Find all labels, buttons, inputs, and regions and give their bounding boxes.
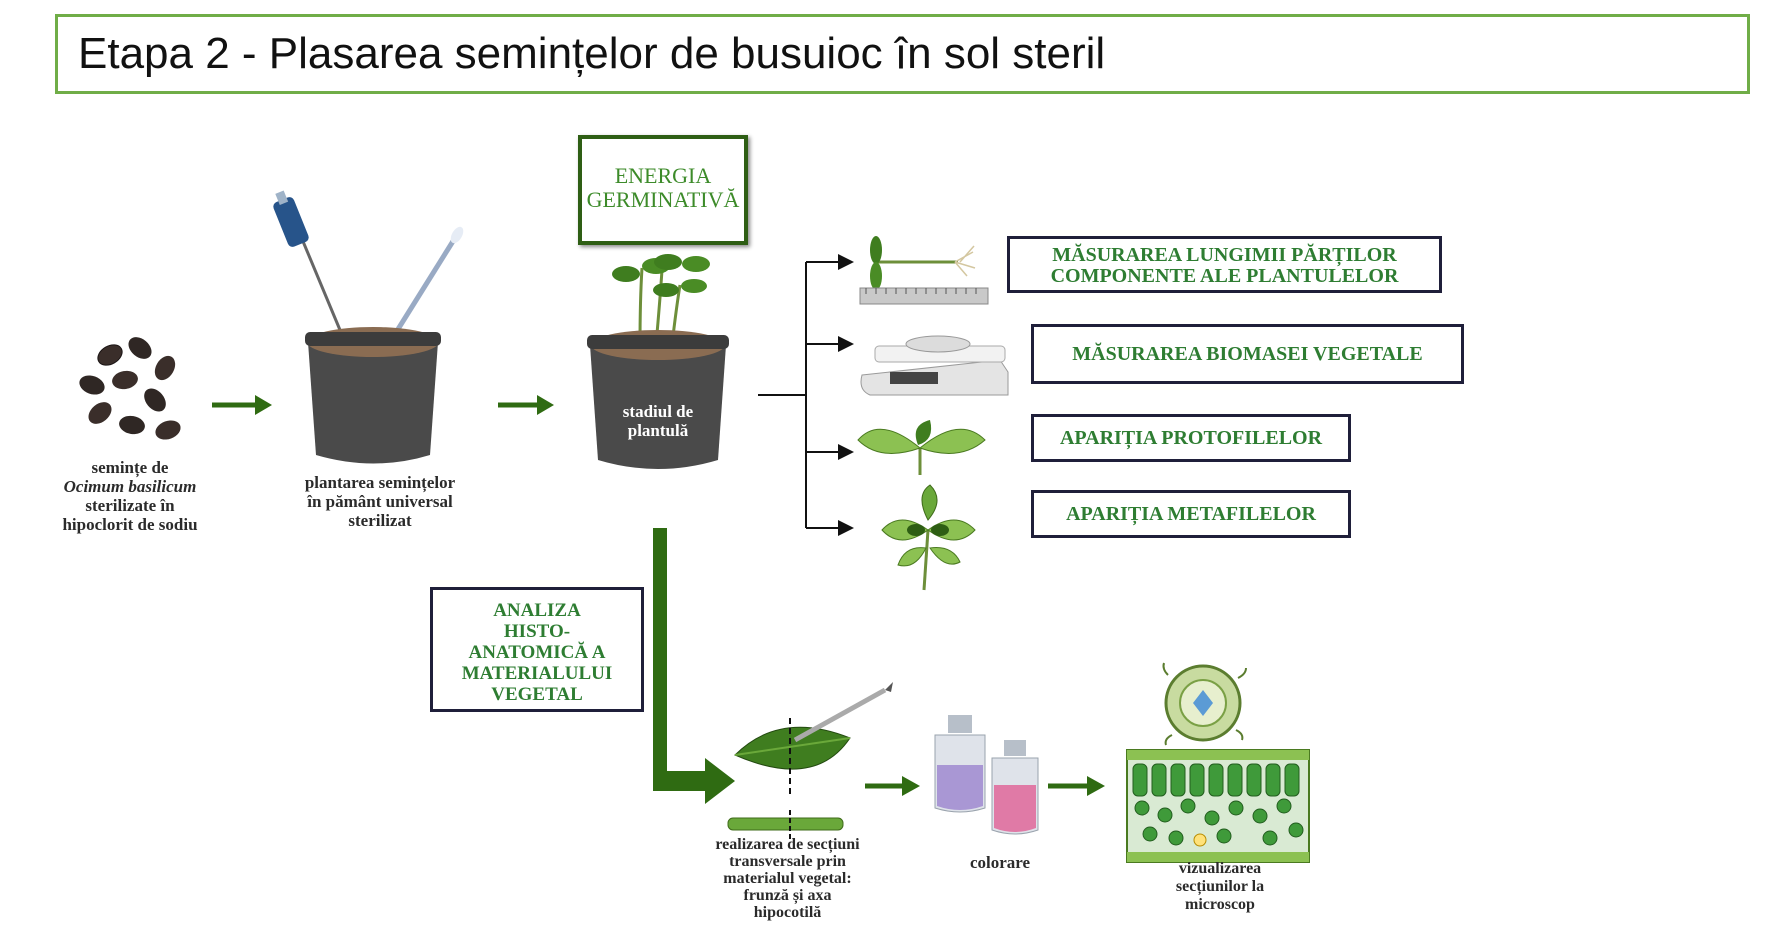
histo-analysis-line: ANATOMICĂ A — [468, 642, 606, 663]
staining-label-text: colorare — [969, 853, 1031, 872]
metaphylls-text: APARIȚIA METAFILELOR — [1066, 503, 1316, 525]
branch-connector — [758, 254, 854, 536]
protophylls-box: APARIȚIA PROTOFILELOR — [1031, 414, 1351, 462]
length-measurement-box: MĂSURAREA LUNGIMII PĂRȚILOR COMPONENTE A… — [1007, 236, 1442, 293]
histo-analysis-box: ANALIZA HISTO- ANATOMICĂ A MATERIALULUI … — [430, 587, 644, 712]
staining-vials-icon — [934, 715, 1039, 835]
histo-analysis-line: VEGETAL — [491, 684, 583, 705]
sections-label-line: frunză și axa — [743, 887, 832, 904]
planting-label-line: sterilizat — [348, 511, 412, 530]
seedling-ruler-icon — [859, 236, 989, 305]
seeds-label-line: Ocimum basilicum — [45, 477, 215, 496]
pot-with-pipettes-icon — [273, 190, 464, 464]
leaf-tissue-section-icon — [1126, 749, 1310, 863]
planting-label-line: în pământ universal — [307, 492, 453, 511]
length-measurement-line: MĂSURAREA LUNGIMII PĂRȚILOR — [1052, 244, 1397, 266]
seeds-label: semințe de Ocimum basilicum sterilizate … — [45, 458, 215, 534]
species-name: Ocimum basilicum — [63, 477, 197, 496]
seeds-label-line: sterilizate în — [85, 496, 175, 515]
flow-arrow-down-icon — [653, 528, 735, 804]
page-title: Etapa 2 - Plasarea semințelor de busuioc… — [78, 29, 1106, 78]
title-frame: Etapa 2 - Plasarea semințelor de busuioc… — [55, 14, 1750, 94]
germination-energy-line: GERMINATIVĂ — [586, 187, 740, 212]
histo-analysis-line: MATERIALULUI — [461, 663, 613, 684]
biomass-text: MĂSURAREA BIOMASEI VEGETALE — [1072, 343, 1423, 365]
microscopy-label: vizualizarea secțiunilor la microscop — [1140, 860, 1300, 914]
pot-stage-label-line: plantulă — [627, 421, 689, 440]
seeds-label-line: hipoclorit de sodiu — [62, 515, 198, 534]
microscopy-label-line: vizualizarea — [1178, 860, 1262, 877]
pot-stage-label-line: stadiul de — [622, 402, 694, 421]
scale-icon — [860, 335, 1009, 396]
protophylls-text: APARIȚIA PROTOFILELOR — [1059, 427, 1323, 449]
seeds-label-line: semințe de — [91, 458, 169, 477]
sections-label-line: materialul vegetal: — [723, 870, 852, 887]
protophylls-icon — [857, 420, 986, 475]
germination-energy-line: ENERGIA — [614, 163, 712, 188]
pot-stage-label: stadiul de plantulă — [603, 402, 713, 440]
metaphylls-icon — [881, 484, 976, 591]
staining-label: colorare — [945, 853, 1055, 872]
pot-with-seedlings-icon — [587, 254, 729, 469]
microscopy-label-line: secțiunilor la — [1175, 878, 1265, 895]
sections-label-line: transversale prin — [729, 853, 846, 870]
histo-analysis-line: HISTO- — [503, 621, 571, 642]
germination-energy-box: ENERGIA GERMINATIVĂ — [578, 135, 748, 245]
planting-label-line: plantarea semințelor — [304, 473, 456, 492]
metaphylls-box: APARIȚIA METAFILELOR — [1031, 490, 1351, 538]
arrow-icon — [212, 395, 272, 415]
length-measurement-line: COMPONENTE ALE PLANTULELOR — [1050, 265, 1399, 287]
stem-cross-section-icon — [1162, 662, 1247, 746]
microscopy-label-line: microscop — [1185, 896, 1255, 913]
arrow-icon — [865, 776, 920, 796]
arrow-icon — [498, 395, 554, 415]
arrow-icon — [1048, 776, 1105, 796]
sections-label-line: hipocotilă — [753, 904, 822, 921]
sections-label-line: realizarea de secțiuni — [715, 836, 860, 853]
histo-analysis-line: ANALIZA — [493, 600, 581, 621]
sections-label: realizarea de secțiuni transversale prin… — [700, 836, 875, 921]
biomass-box: MĂSURAREA BIOMASEI VEGETALE — [1031, 324, 1464, 384]
planting-label: plantarea semințelor în pământ universal… — [285, 473, 475, 530]
seeds-icon — [79, 337, 181, 440]
leaf-scalpel-icon — [727, 682, 893, 840]
